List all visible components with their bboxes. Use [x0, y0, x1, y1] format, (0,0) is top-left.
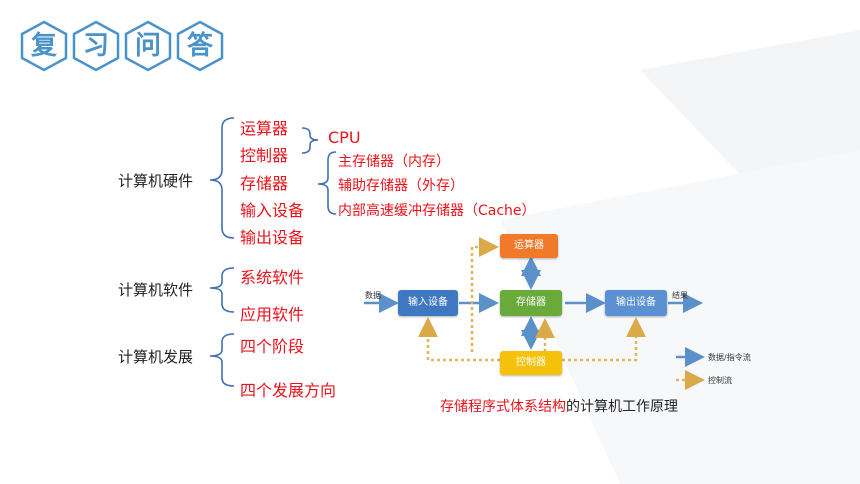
controller-box: 控制器 — [500, 351, 562, 375]
title-char-text: 答 — [186, 31, 213, 61]
legend-data-label: 数据/指令流 — [708, 353, 751, 362]
result-label: 结果 — [672, 291, 688, 300]
title-char-4: 答 — [174, 20, 226, 72]
title-char-text: 习 — [82, 31, 109, 61]
hardware-item-alu: 运算器 — [240, 119, 289, 138]
memory-box: 存储器 — [500, 290, 562, 316]
caption-rest: 的计算机工作原理 — [566, 399, 678, 415]
development-directions: 四个发展方向 — [240, 381, 337, 400]
diagram-caption: 存储程序式体系结构的计算机工作原理 — [440, 396, 678, 416]
storage-aux: 辅助存储器（外存） — [338, 178, 464, 194]
software-system: 系统软件 — [240, 268, 305, 287]
hardware-item-input: 输入设备 — [240, 201, 305, 220]
development-stages: 四个阶段 — [240, 337, 305, 356]
title-char-2: 习 — [70, 20, 122, 72]
output-device-box: 输出设备 — [605, 290, 667, 316]
input-device-box: 输入设备 — [398, 290, 458, 316]
hardware-item-memory: 存储器 — [240, 174, 289, 193]
hardware-item-controller: 控制器 — [240, 146, 289, 165]
hardware-item-output: 输出设备 — [240, 228, 305, 247]
storage-cache: 内部高速缓冲存储器（Cache） — [338, 203, 536, 219]
title-char-text: 复 — [30, 31, 57, 61]
title-char-3: 问 — [122, 20, 174, 72]
software-application: 应用软件 — [240, 305, 305, 324]
alu-box: 运算器 — [500, 234, 558, 258]
hardware-label: 计算机硬件 — [118, 172, 194, 190]
software-label: 计算机软件 — [118, 281, 194, 299]
legend-control-label: 控制流 — [708, 376, 732, 385]
cpu-label: CPU — [328, 128, 361, 147]
data-in-label: 数据 — [365, 291, 381, 300]
caption-highlight: 存储程序式体系结构 — [440, 399, 566, 415]
development-label: 计算机发展 — [118, 348, 194, 366]
title-char-text: 问 — [134, 31, 161, 61]
title-char-1: 复 — [18, 20, 70, 72]
storage-main: 主存储器（内存） — [338, 154, 450, 170]
